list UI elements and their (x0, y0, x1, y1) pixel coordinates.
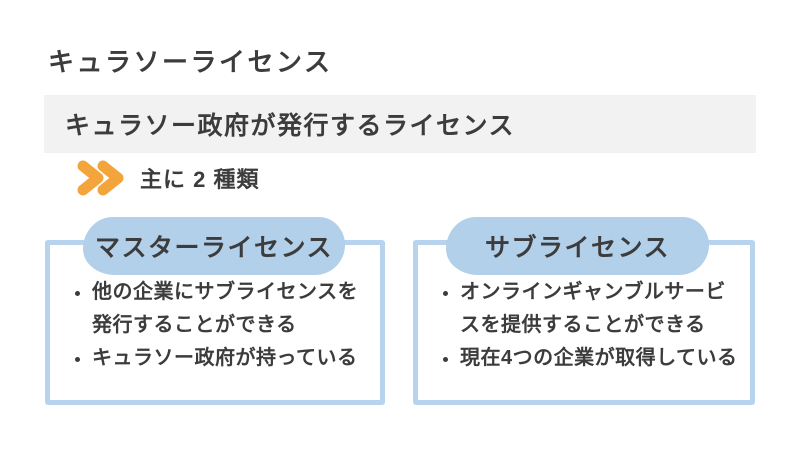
bullet-item: 他の企業にサブライセンスを 発行することができる (92, 276, 374, 342)
card-sub-license: サブライセンス オンラインギャンブルサービ スを提供することができる 現在4つの… (413, 217, 755, 405)
bullet-item: 現在4つの企業が取得している (460, 342, 744, 375)
page-title: キュラソーライセンス (48, 47, 333, 77)
banner: キュラソー政府が発行するライセンス (44, 95, 756, 153)
card-header-badge-master: マスターライセンス (83, 217, 345, 275)
banner-text: キュラソー政府が発行するライセンス (65, 112, 516, 140)
subtitle-row: 主に 2 種類 (77, 158, 259, 198)
card-header-badge-sub: サブライセンス (446, 217, 709, 275)
bullet-list-sub: オンラインギャンブルサービ スを提供することができる 現在4つの企業が取得してい… (418, 245, 750, 375)
subtitle-label: 主に 2 種類 (140, 167, 260, 192)
bullet-list-master: 他の企業にサブライセンスを 発行することができる キュラソー政府が持っている (50, 245, 380, 375)
bullet-item: オンラインギャンブルサービ スを提供することができる (460, 276, 744, 342)
card-master-license: マスターライセンス 他の企業にサブライセンスを 発行することができる キュラソー… (45, 217, 385, 405)
bullet-item: キュラソー政府が持っている (92, 342, 374, 375)
double-chevron-right-icon (77, 160, 124, 196)
